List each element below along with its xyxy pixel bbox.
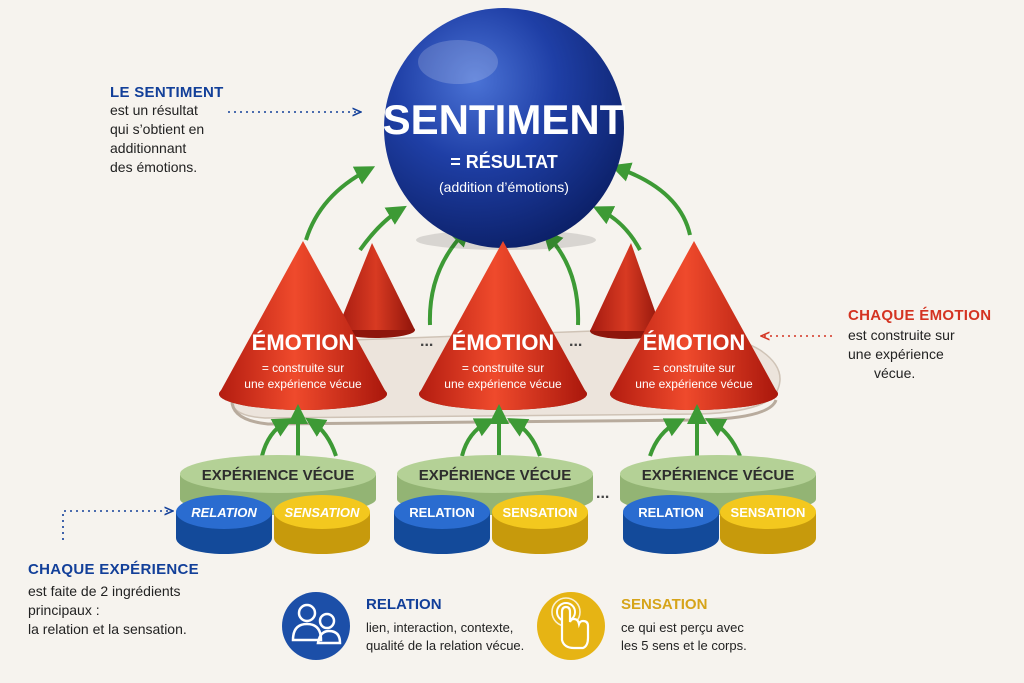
touch-hand-icon xyxy=(537,592,605,660)
legend-sensation-line: les 5 sens et le corps. xyxy=(621,638,747,653)
legend-sensation-title: SENSATION xyxy=(621,596,708,613)
emotion-line2: une expérience vécue xyxy=(635,377,753,391)
people-icon xyxy=(282,592,350,660)
back-cone-left xyxy=(337,243,415,338)
emotion-title: ÉMOTION xyxy=(452,330,555,355)
sphere-subtitle: = RÉSULTAT xyxy=(450,151,558,172)
sentiment-note-line: des émotions. xyxy=(110,159,198,175)
relation-label: RELATION xyxy=(638,505,703,520)
experience-note-line: principaux : xyxy=(28,602,100,618)
experience-note-title: CHAQUE EXPÉRIENCE xyxy=(28,561,199,578)
emotion-note-title: CHAQUE ÉMOTION xyxy=(848,307,992,324)
sentiment-sphere: SENTIMENT = RÉSULTAT (addition d’émotion… xyxy=(383,8,626,250)
experience-note-line: est faite de 2 ingrédients xyxy=(28,583,181,599)
experience-label: EXPÉRIENCE VÉCUE xyxy=(642,467,795,484)
emotion-cone-3: ÉMOTION = construite sur une expérience … xyxy=(610,241,778,410)
emotion-note-line: une expérience xyxy=(848,346,944,362)
experience-group-3: EXPÉRIENCE VÉCUE RELATION SENSATION xyxy=(620,455,816,554)
legend-relation-title: RELATION xyxy=(366,596,442,613)
legend-relation: RELATION lien, interaction, contexte, qu… xyxy=(366,596,524,655)
emotion-cone-2: ÉMOTION = construite sur une expérience … xyxy=(419,241,587,410)
emotion-title: ÉMOTION xyxy=(643,330,746,355)
pointer-experience xyxy=(62,511,172,540)
sensation-label: SENSATION xyxy=(503,505,578,520)
ellipsis-cones-left: ... xyxy=(420,333,433,350)
relation-label: RELATION xyxy=(409,505,474,520)
emotion-note-line: est construite sur xyxy=(848,327,955,343)
sentiment-note-line: qui s’obtient en xyxy=(110,121,205,137)
ellipsis-experiences: ... xyxy=(596,485,609,502)
sentiment-note-line: est un résultat xyxy=(110,102,198,118)
experience-label: EXPÉRIENCE VÉCUE xyxy=(419,467,572,484)
emotion-line1: = construite sur xyxy=(462,361,544,375)
experience-group-1: EXPÉRIENCE VÉCUE RELATION SENSATION xyxy=(176,455,376,554)
emotion-note-line: vécue. xyxy=(874,365,916,381)
emotion-title: ÉMOTION xyxy=(252,330,355,355)
sentiment-note: LE SENTIMENT est un résultat qui s’obtie… xyxy=(110,84,224,177)
sentiment-note-line: additionnant xyxy=(110,140,187,156)
legend-relation-line: lien, interaction, contexte, xyxy=(366,620,514,635)
emotion-line1: = construite sur xyxy=(262,361,344,375)
ellipsis-cones-right: ... xyxy=(569,333,582,350)
emotion-line2: une expérience vécue xyxy=(244,377,362,391)
legend-relation-line: qualité de la relation vécue. xyxy=(366,638,525,653)
sphere-title: SENTIMENT xyxy=(383,96,626,143)
emotion-cone-1: ÉMOTION = construite sur une expérience … xyxy=(219,241,387,410)
emotion-line2: une expérience vécue xyxy=(444,377,562,391)
arrows-to-emotions xyxy=(260,404,742,458)
sensation-label: SENSATION xyxy=(731,505,806,520)
relation-label: RELATION xyxy=(191,505,257,520)
sentiment-note-title: LE SENTIMENT xyxy=(110,84,224,101)
legend-sensation-line: ce qui est perçu avec xyxy=(621,620,744,635)
experience-note: CHAQUE EXPÉRIENCE est faite de 2 ingrédi… xyxy=(28,561,199,639)
emotion-note: CHAQUE ÉMOTION est construite sur une ex… xyxy=(848,307,991,383)
experience-note-line: la relation et la sensation. xyxy=(28,621,187,637)
emotion-line1: = construite sur xyxy=(653,361,735,375)
sensation-label: SENSATION xyxy=(285,505,360,520)
legend-sensation: SENSATION ce qui est perçu avec les 5 se… xyxy=(621,596,747,655)
experience-group-2: EXPÉRIENCE VÉCUE RELATION SENSATION xyxy=(394,455,593,554)
experience-label: EXPÉRIENCE VÉCUE xyxy=(202,467,355,484)
sphere-note: (addition d’émotions) xyxy=(439,179,569,195)
